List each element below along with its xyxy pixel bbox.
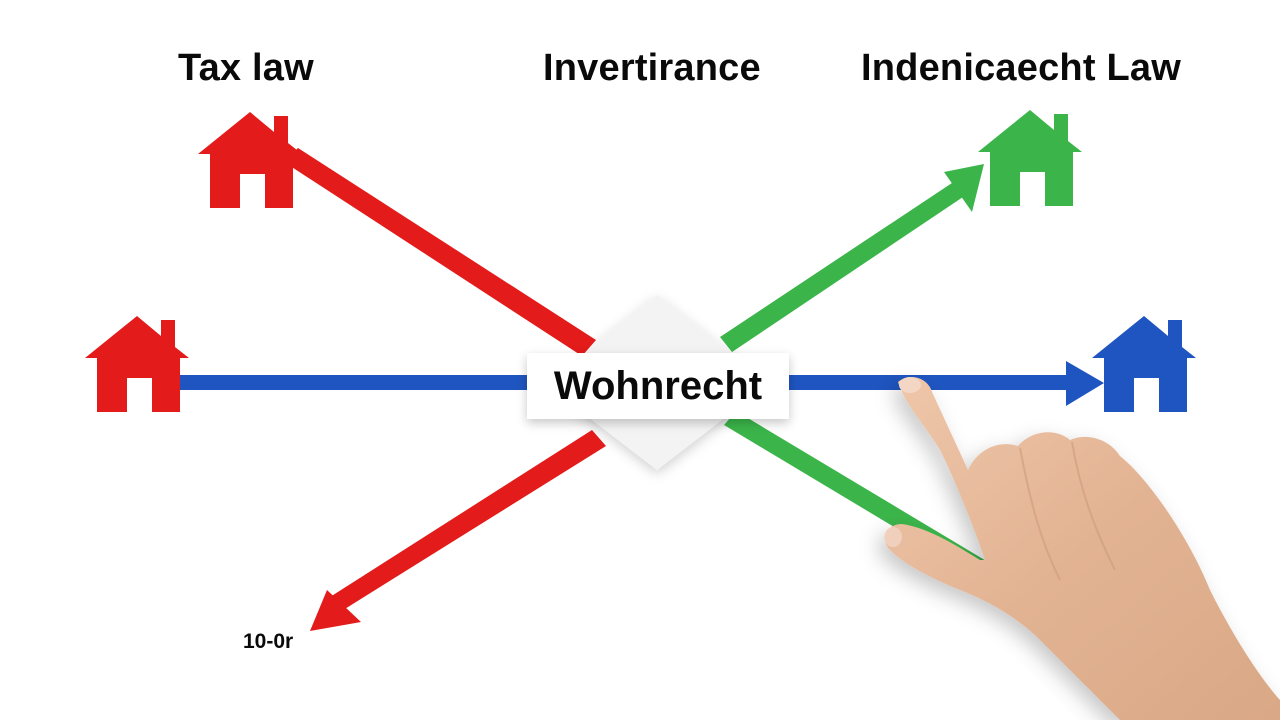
- annotation-bottom-left: 10-0r: [243, 630, 294, 653]
- center-node-text: Wohnrecht: [553, 363, 763, 408]
- arrow-blue-horizontal: [176, 361, 1104, 406]
- arrow-green-top-right: [720, 164, 984, 352]
- house-icon: [1092, 316, 1196, 412]
- heading-left: Tax law: [178, 47, 314, 89]
- pointing-hand-icon: [884, 377, 1280, 720]
- arrow-red-bottom-left: [310, 430, 606, 631]
- heading-right: Indenicaecht Law: [861, 47, 1181, 89]
- house-icon: [85, 316, 189, 412]
- center-node-label: Wohnrecht: [527, 353, 789, 419]
- connector-red-top: [284, 148, 596, 356]
- heading-center: Invertirance: [543, 47, 761, 89]
- house-icon: [978, 110, 1082, 206]
- house-icon: [198, 112, 302, 208]
